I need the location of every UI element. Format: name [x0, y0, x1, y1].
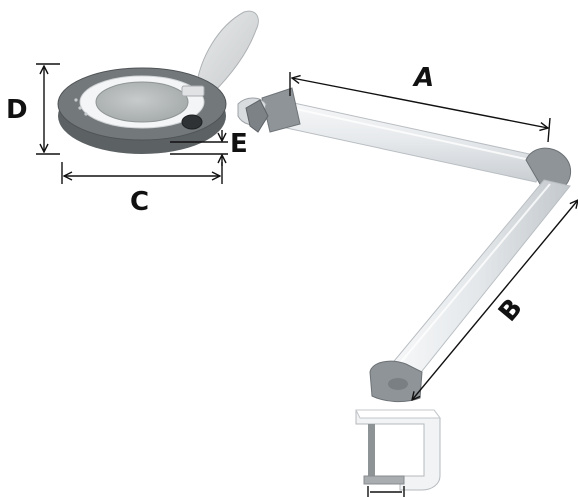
- table-clamp: [355, 409, 441, 491]
- label-e: E: [230, 129, 248, 159]
- label-b: B: [493, 293, 529, 327]
- dimension-lines: [36, 63, 578, 497]
- power-button-icon: [181, 114, 203, 130]
- base-joint: [369, 360, 423, 403]
- upper-arm: [267, 99, 549, 183]
- neck-joint: [237, 87, 301, 133]
- label-a: A: [412, 63, 434, 93]
- label-c: C: [130, 187, 149, 217]
- lower-arm: [389, 179, 571, 377]
- lens-cover: [195, 10, 259, 95]
- magnifier-head: [57, 10, 259, 154]
- label-d: D: [6, 95, 28, 125]
